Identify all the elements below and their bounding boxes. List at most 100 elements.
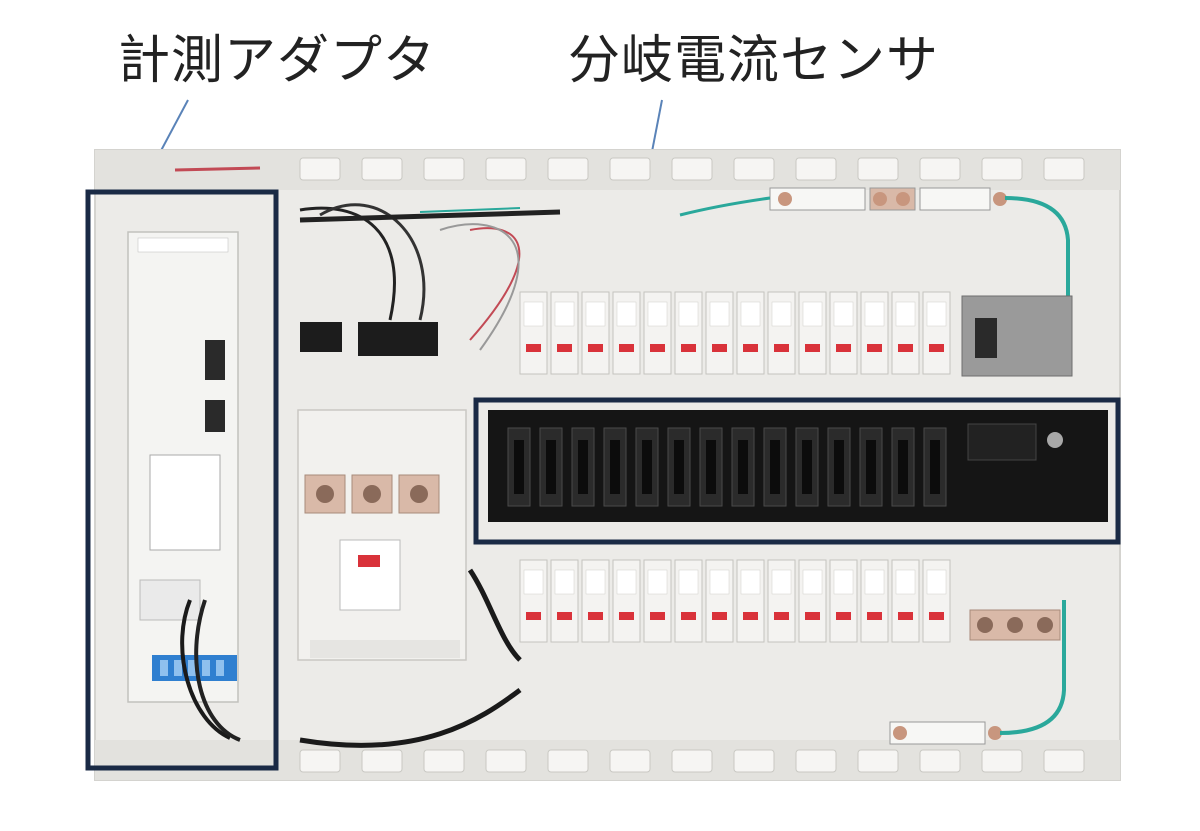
breaker-indicator <box>681 612 696 620</box>
sensor-slot <box>546 440 556 494</box>
breaker-indicator <box>774 612 789 620</box>
panel-enclosure <box>94 149 1121 781</box>
panel-slot <box>919 157 961 181</box>
sensor-slot <box>898 440 908 494</box>
panel-slot <box>361 749 403 773</box>
breaker-indicator <box>867 612 882 620</box>
sensor-highlight-frame <box>473 397 1121 545</box>
breaker-face <box>647 301 668 327</box>
panel-slot <box>299 749 341 773</box>
adapter-highlight-frame <box>85 189 279 771</box>
callout-measuring-adapter: 計測アダプタ <box>118 31 437 91</box>
panel-slot <box>485 749 527 773</box>
sensor-slot <box>610 440 620 494</box>
breaker-indicator <box>929 612 944 620</box>
breaker-face <box>802 569 823 595</box>
breaker-face <box>554 569 575 595</box>
breaker-indicator <box>526 344 541 352</box>
sensor-slot <box>866 440 876 494</box>
breaker-indicator <box>650 344 665 352</box>
sensor-slot <box>514 440 524 494</box>
breaker-indicator <box>805 344 820 352</box>
panel-slot <box>795 749 837 773</box>
top-terminal-blocks <box>769 187 1007 211</box>
breaker-face <box>926 301 947 327</box>
sensor-slot <box>834 440 844 494</box>
breaker-indicator <box>588 344 603 352</box>
main-clamp-sensor-right <box>358 322 438 356</box>
breaker-face <box>709 569 730 595</box>
panel-slot <box>671 157 713 181</box>
panel-slot <box>795 157 837 181</box>
sensor-slot <box>706 440 716 494</box>
breaker-face <box>864 301 885 327</box>
breaker-indicator <box>712 344 727 352</box>
panel-slot <box>733 157 775 181</box>
lower-right-terminals <box>889 609 1061 745</box>
breaker-indicator <box>929 344 944 352</box>
panel-slot <box>547 749 589 773</box>
breaker-indicator <box>526 612 541 620</box>
breaker-indicator <box>898 612 913 620</box>
lower-wire-bundle-2 <box>467 568 522 662</box>
panel-slot <box>857 157 899 181</box>
bracket-plug <box>975 318 997 358</box>
breaker-indicator <box>836 612 851 620</box>
breaker-indicator <box>743 344 758 352</box>
breaker-face <box>740 301 761 327</box>
breaker-indicator <box>650 612 665 620</box>
breaker-indicator <box>712 612 727 620</box>
panel-slot <box>485 157 527 181</box>
breaker-face <box>802 301 823 327</box>
sensor-slot <box>930 440 940 494</box>
breaker-indicator <box>805 612 820 620</box>
breaker-face <box>616 301 637 327</box>
branch-breakers-upper-row <box>519 291 951 375</box>
breaker-face <box>523 569 544 595</box>
breaker-indicator <box>898 344 913 352</box>
signal-wires <box>174 166 561 351</box>
panel-slot <box>361 157 403 181</box>
panel-slot <box>609 157 651 181</box>
ground-wire-left <box>679 196 771 217</box>
breaker-indicator <box>619 344 634 352</box>
main-clamp-sensor-left <box>300 322 342 352</box>
ground-wire-top <box>1004 196 1070 300</box>
breaker-face <box>678 301 699 327</box>
panel-slot <box>1043 749 1085 773</box>
panel-slot <box>733 749 775 773</box>
breaker-indicator <box>557 344 572 352</box>
breaker-indicator <box>774 344 789 352</box>
breaker-indicator <box>743 612 758 620</box>
callout-branch-current-sensor: 分岐電流センサ <box>568 31 940 91</box>
main-breaker <box>297 409 467 661</box>
sensor-slot <box>578 440 588 494</box>
panel-slot <box>609 749 651 773</box>
breaker-indicator <box>836 344 851 352</box>
panel-slot <box>671 749 713 773</box>
breaker-face <box>740 569 761 595</box>
sensor-slot <box>674 440 684 494</box>
breaker-face <box>709 301 730 327</box>
ground-wire-bottom <box>999 600 1066 735</box>
breaker-face <box>678 569 699 595</box>
breaker-indicator <box>588 612 603 620</box>
breaker-indicator <box>557 612 572 620</box>
panel-slot <box>547 157 589 181</box>
breaker-face <box>833 301 854 327</box>
panel-slot <box>981 157 1023 181</box>
breaker-face <box>523 301 544 327</box>
panel-slot <box>857 749 899 773</box>
breaker-face <box>833 569 854 595</box>
breaker-face <box>864 569 885 595</box>
lower-wire-bundle <box>299 687 522 748</box>
panel-slot <box>299 157 341 181</box>
breaker-face <box>647 569 668 595</box>
breaker-face <box>895 569 916 595</box>
panel-slot <box>981 749 1023 773</box>
sensor-slot <box>738 440 748 494</box>
breaker-face <box>554 301 575 327</box>
breaker-indicator <box>619 612 634 620</box>
branch-current-sensor <box>488 410 1108 522</box>
